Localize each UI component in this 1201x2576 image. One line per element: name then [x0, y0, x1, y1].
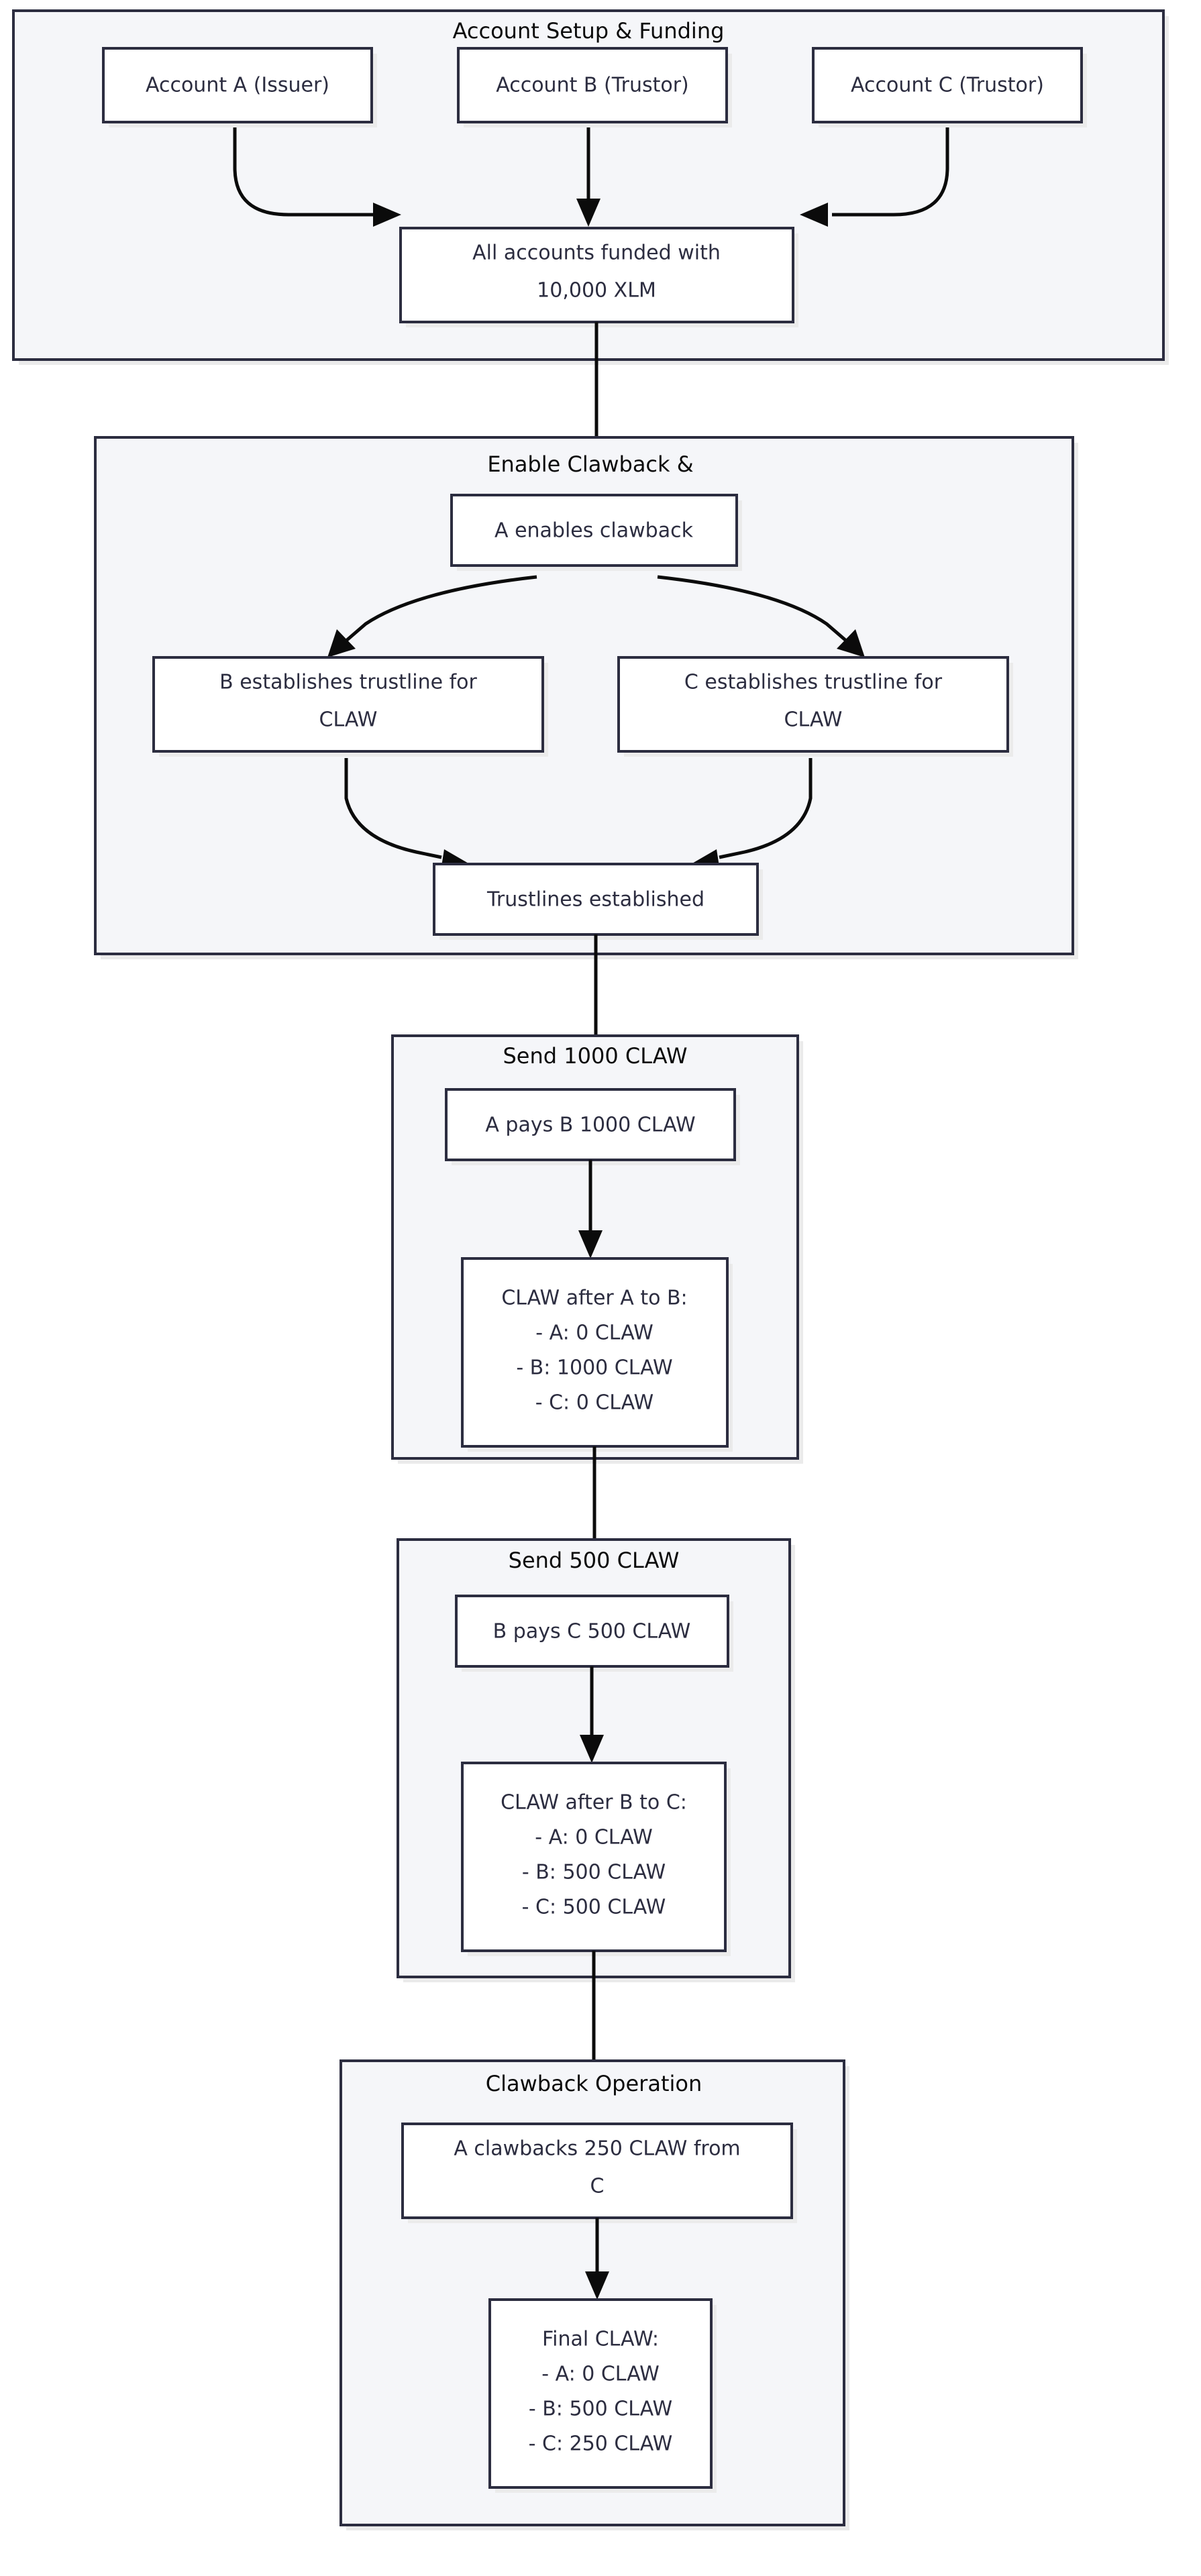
node-account-a[interactable]: Account A (Issuer): [102, 47, 377, 127]
node-final-balance-line-2: - A: 0 CLAW: [541, 2363, 660, 2386]
node-b-trustline[interactable]: B establishes trustline for CLAW: [152, 656, 548, 757]
cluster-clawback-operation-label: Clawback Operation: [486, 2071, 702, 2096]
node-a-pays-b-label: A pays B 1000 CLAW: [485, 1114, 695, 1137]
node-account-a-rect[interactable]: [102, 47, 373, 123]
node-balance-after-b-to-c-line-1: CLAW after B to C:: [501, 1791, 687, 1815]
node-a-enables-clawback-rect[interactable]: [450, 494, 738, 567]
node-account-b[interactable]: Account B (Trustor): [457, 47, 732, 127]
cluster-send-1000-label: Send 1000 CLAW: [503, 1043, 687, 1069]
edge-c-trustline-to-established: [719, 758, 813, 859]
node-final-balance-line-3: - B: 500 CLAW: [529, 2398, 672, 2421]
edge-account-a-to-all-funded: [233, 124, 376, 217]
edge-a-enables-to-b-trustline: [345, 575, 537, 642]
node-balance-after-b-to-c-rect[interactable]: [461, 1762, 727, 1952]
node-all-funded[interactable]: All accounts funded with 10,000 XLM: [399, 227, 798, 327]
node-balance-after-a-to-b[interactable]: CLAW after A to B: - A: 0 CLAW - B: 1000…: [461, 1257, 733, 1452]
node-a-pays-b[interactable]: A pays B 1000 CLAW: [445, 1088, 740, 1165]
node-account-b-rect[interactable]: [457, 47, 728, 123]
node-a-clawbacks-rect[interactable]: [401, 2123, 793, 2219]
node-account-c-rect[interactable]: [812, 47, 1083, 123]
node-balance-after-a-to-b-rect[interactable]: [461, 1257, 729, 1448]
node-c-trustline-line-2: CLAW: [784, 708, 843, 732]
node-account-c-label: Account C (Trustor): [851, 74, 1044, 97]
edge-a-enables-to-c-trustline: [657, 575, 847, 642]
node-final-balance-rect[interactable]: [488, 2298, 713, 2489]
node-b-trustline-rect[interactable]: [152, 656, 544, 753]
node-account-c[interactable]: Account C (Trustor): [812, 47, 1087, 127]
node-trustlines-established[interactable]: Trustlines established: [433, 863, 763, 940]
node-a-enables-clawback-label: A enables clawback: [494, 519, 694, 543]
node-b-trustline-line-2: CLAW: [319, 708, 378, 732]
edge-c-trustline-arrowhead: [837, 629, 865, 657]
cluster-account-setup-label: Account Setup & Funding: [453, 18, 725, 44]
cluster-send-500-label: Send 500 CLAW: [509, 1548, 680, 1573]
node-all-funded-line-1: All accounts funded with: [472, 241, 721, 265]
node-balance-after-a-to-b-line-1: CLAW after A to B:: [501, 1287, 687, 1310]
node-trustlines-established-rect[interactable]: [433, 863, 759, 936]
node-account-b-label: Account B (Trustor): [496, 74, 689, 97]
node-a-clawbacks[interactable]: A clawbacks 250 CLAW from C: [401, 2123, 797, 2223]
node-b-pays-c-rect[interactable]: [455, 1595, 729, 1668]
node-b-pays-c[interactable]: B pays C 500 CLAW: [455, 1595, 733, 1672]
edge-group-clawback: [327, 575, 865, 875]
node-a-enables-clawback[interactable]: A enables clawback: [450, 494, 742, 571]
node-final-balance[interactable]: Final CLAW: - A: 0 CLAW - B: 500 CLAW - …: [488, 2298, 717, 2493]
edge-b-pays-c-arrowhead: [580, 1735, 604, 1763]
edge-account-c-arrowhead: [800, 203, 828, 227]
node-final-balance-line-1: Final CLAW:: [542, 2328, 659, 2351]
node-final-balance-line-4: - C: 250 CLAW: [529, 2432, 673, 2456]
edge-account-b-arrowhead: [576, 199, 600, 227]
node-balance-after-b-to-c-line-4: - C: 500 CLAW: [522, 1896, 666, 1919]
node-balance-after-a-to-b-line-4: - C: 0 CLAW: [535, 1391, 654, 1415]
node-c-trustline[interactable]: C establishes trustline for CLAW: [617, 656, 1013, 757]
node-balance-after-b-to-c-line-2: - A: 0 CLAW: [535, 1826, 653, 1849]
node-balance-after-a-to-b-line-2: - A: 0 CLAW: [535, 1322, 654, 1345]
edge-b-trustline-arrowhead: [327, 629, 356, 657]
node-balance-after-b-to-c-line-3: - B: 500 CLAW: [522, 1861, 666, 1884]
node-a-pays-b-rect[interactable]: [445, 1088, 736, 1161]
edge-b-trustline-to-established: [344, 758, 442, 859]
cluster-enable-clawback-label: Enable Clawback &: [487, 451, 693, 477]
node-account-a-label: Account A (Issuer): [146, 74, 329, 97]
edge-group-setup: [233, 124, 949, 227]
node-a-clawbacks-line-1: A clawbacks 250 CLAW from: [454, 2137, 740, 2161]
node-c-trustline-rect[interactable]: [617, 656, 1009, 753]
edge-a-pays-b-arrowhead: [578, 1230, 603, 1258]
node-all-funded-line-2: 10,000 XLM: [537, 279, 656, 303]
node-trustlines-established-label: Trustlines established: [486, 888, 704, 912]
node-b-trustline-line-1: B establishes trustline for: [219, 671, 477, 694]
node-c-trustline-line-1: C establishes trustline for: [684, 671, 943, 694]
edge-a-clawbacks-arrowhead: [585, 2271, 609, 2300]
node-b-pays-c-label: B pays C 500 CLAW: [493, 1620, 691, 1644]
node-a-clawbacks-line-2: C: [590, 2175, 605, 2198]
node-balance-after-b-to-c[interactable]: CLAW after B to C: - A: 0 CLAW - B: 500 …: [461, 1762, 731, 1956]
node-all-funded-rect[interactable]: [399, 227, 794, 323]
edge-account-c-to-all-funded: [832, 124, 949, 217]
edge-account-a-arrowhead: [373, 203, 401, 227]
node-balance-after-a-to-b-line-3: - B: 1000 CLAW: [516, 1356, 672, 1380]
